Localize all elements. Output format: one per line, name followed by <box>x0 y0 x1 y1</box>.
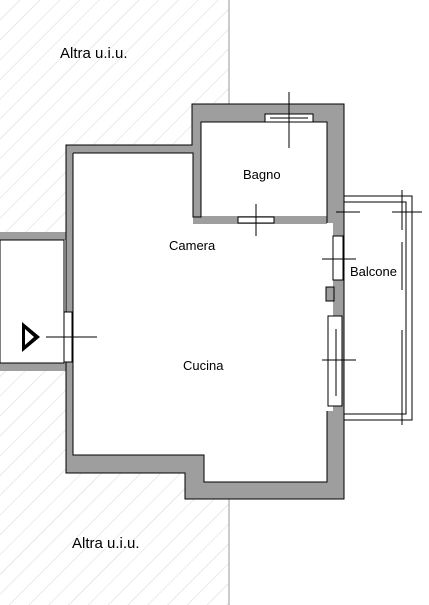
apartment-floor <box>66 104 344 499</box>
other-unit-label-top: Altra u.i.u. <box>60 45 128 62</box>
exterior-wall <box>66 104 344 499</box>
room-label-cucina: Cucina <box>183 358 224 373</box>
corridor-wall-inner <box>0 239 65 364</box>
wall-outline-outer <box>65 103 345 500</box>
room-label-balcone: Balcone <box>350 264 397 279</box>
corridor-wall-top <box>0 232 73 240</box>
wall-outline-inner <box>72 121 328 483</box>
other-unit-label-bottom: Altra u.i.u. <box>72 535 140 552</box>
wall-pier <box>325 286 335 302</box>
room-label-camera: Camera <box>169 238 216 253</box>
entrance-arrow-inner <box>25 329 34 345</box>
balcony-window-upper <box>332 235 344 281</box>
balcony-outline <box>344 195 413 421</box>
balcony-window-lower <box>327 315 343 407</box>
room-label-bagno: Bagno <box>243 167 281 182</box>
corridor-wall-bottom <box>0 363 73 371</box>
balcony-railing <box>344 201 407 415</box>
